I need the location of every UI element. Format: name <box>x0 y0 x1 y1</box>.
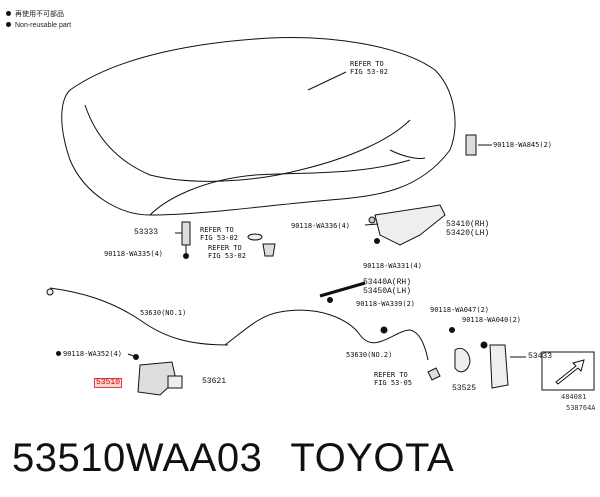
refer-mid1-label: REFER TO FIG 53-02 <box>200 226 238 242</box>
label-wa352: 90118-WA352(4) <box>56 350 122 358</box>
label-53420: 53420(LH) <box>446 229 490 238</box>
label-wa339: 90118-WA339(2) <box>356 300 416 308</box>
refer-bottom-label: REFER TO FIG 53-05 <box>374 371 412 387</box>
non-reusable-bullet-icon <box>6 11 11 16</box>
label-53450: 53450A(LH) <box>363 287 412 296</box>
refer-top-line1: REFER TO <box>350 60 384 68</box>
hood-stopper <box>181 221 191 246</box>
diagram-code-1: 484081 <box>561 393 587 401</box>
refer-mid2-line2: FIG 53-02 <box>208 252 246 260</box>
legend-japanese: 再使用不可部品 <box>6 10 64 19</box>
refer-top-label: REFER TO FIG 53-02 <box>350 60 388 76</box>
label-53621: 53621 <box>202 377 227 386</box>
label-wa040: 90118-WA040(2) <box>462 316 522 324</box>
release-cable-no2 <box>224 309 429 361</box>
hood-crease <box>84 104 411 182</box>
hood-support-rod <box>319 281 366 298</box>
label-wa335: 90118-WA335(4) <box>104 250 164 258</box>
brand-name: TOYOTA <box>290 436 455 480</box>
refer-mid2-line1: REFER TO <box>208 244 242 252</box>
legend-japanese-text: 再使用不可部品 <box>15 11 64 18</box>
label-53510: 53510 <box>94 378 123 388</box>
hood-striker <box>489 344 509 389</box>
label-53333: 53333 <box>134 228 159 237</box>
label-53630-no1: 53630(NO.1) <box>140 309 187 317</box>
non-reusable-bullet-icon <box>56 351 61 356</box>
label-53440: 53440A(RH) <box>363 278 412 287</box>
refer-mid1-line2: FIG 53-02 <box>200 234 238 242</box>
hood-front-edge <box>149 159 411 216</box>
hood-lock-lever <box>167 375 183 389</box>
refer-top-line2: FIG 53-02 <box>350 68 388 76</box>
label-wa331: 90118-WA331(4) <box>363 262 423 270</box>
release-cable-no1 <box>49 287 229 346</box>
non-reusable-bullet-icon <box>6 22 11 27</box>
legend-english-text: Non-reusable part <box>15 22 72 29</box>
refer-bottom-line2: FIG 53-05 <box>374 379 412 387</box>
legend-english: Non-reusable part <box>6 21 71 30</box>
hood-catch <box>454 347 471 373</box>
front-arrow-box <box>541 351 595 391</box>
label-53410: 53410(RH) <box>446 220 490 229</box>
label-53630-no2: 53630(NO.2) <box>346 351 393 359</box>
label-wa047: 90118-WA047(2) <box>430 306 490 314</box>
diagram-code-2: 538764A <box>566 404 596 412</box>
label-wa845: 90118-WA845(2) <box>493 141 553 149</box>
label-wa336: 90118-WA336(4) <box>291 222 351 230</box>
parts-diagram <box>46 37 595 396</box>
footer-title: 53510WAA03 TOYOTA <box>12 434 482 482</box>
label-53525: 53525 <box>452 384 477 393</box>
part-number: 53510WAA03 <box>12 436 263 480</box>
refer-mid1-line1: REFER TO <box>200 226 234 234</box>
label-wa352-text: 90118-WA352(4) <box>63 350 123 358</box>
hood-vent <box>389 149 426 159</box>
hood-hinge <box>374 204 446 246</box>
label-53433: 53433 <box>528 352 553 361</box>
hood-outline <box>61 37 456 216</box>
refer-bottom-line1: REFER TO <box>374 371 408 379</box>
hood-cushion <box>262 243 276 257</box>
refer-mid2-label: REFER TO FIG 53-02 <box>208 244 246 260</box>
